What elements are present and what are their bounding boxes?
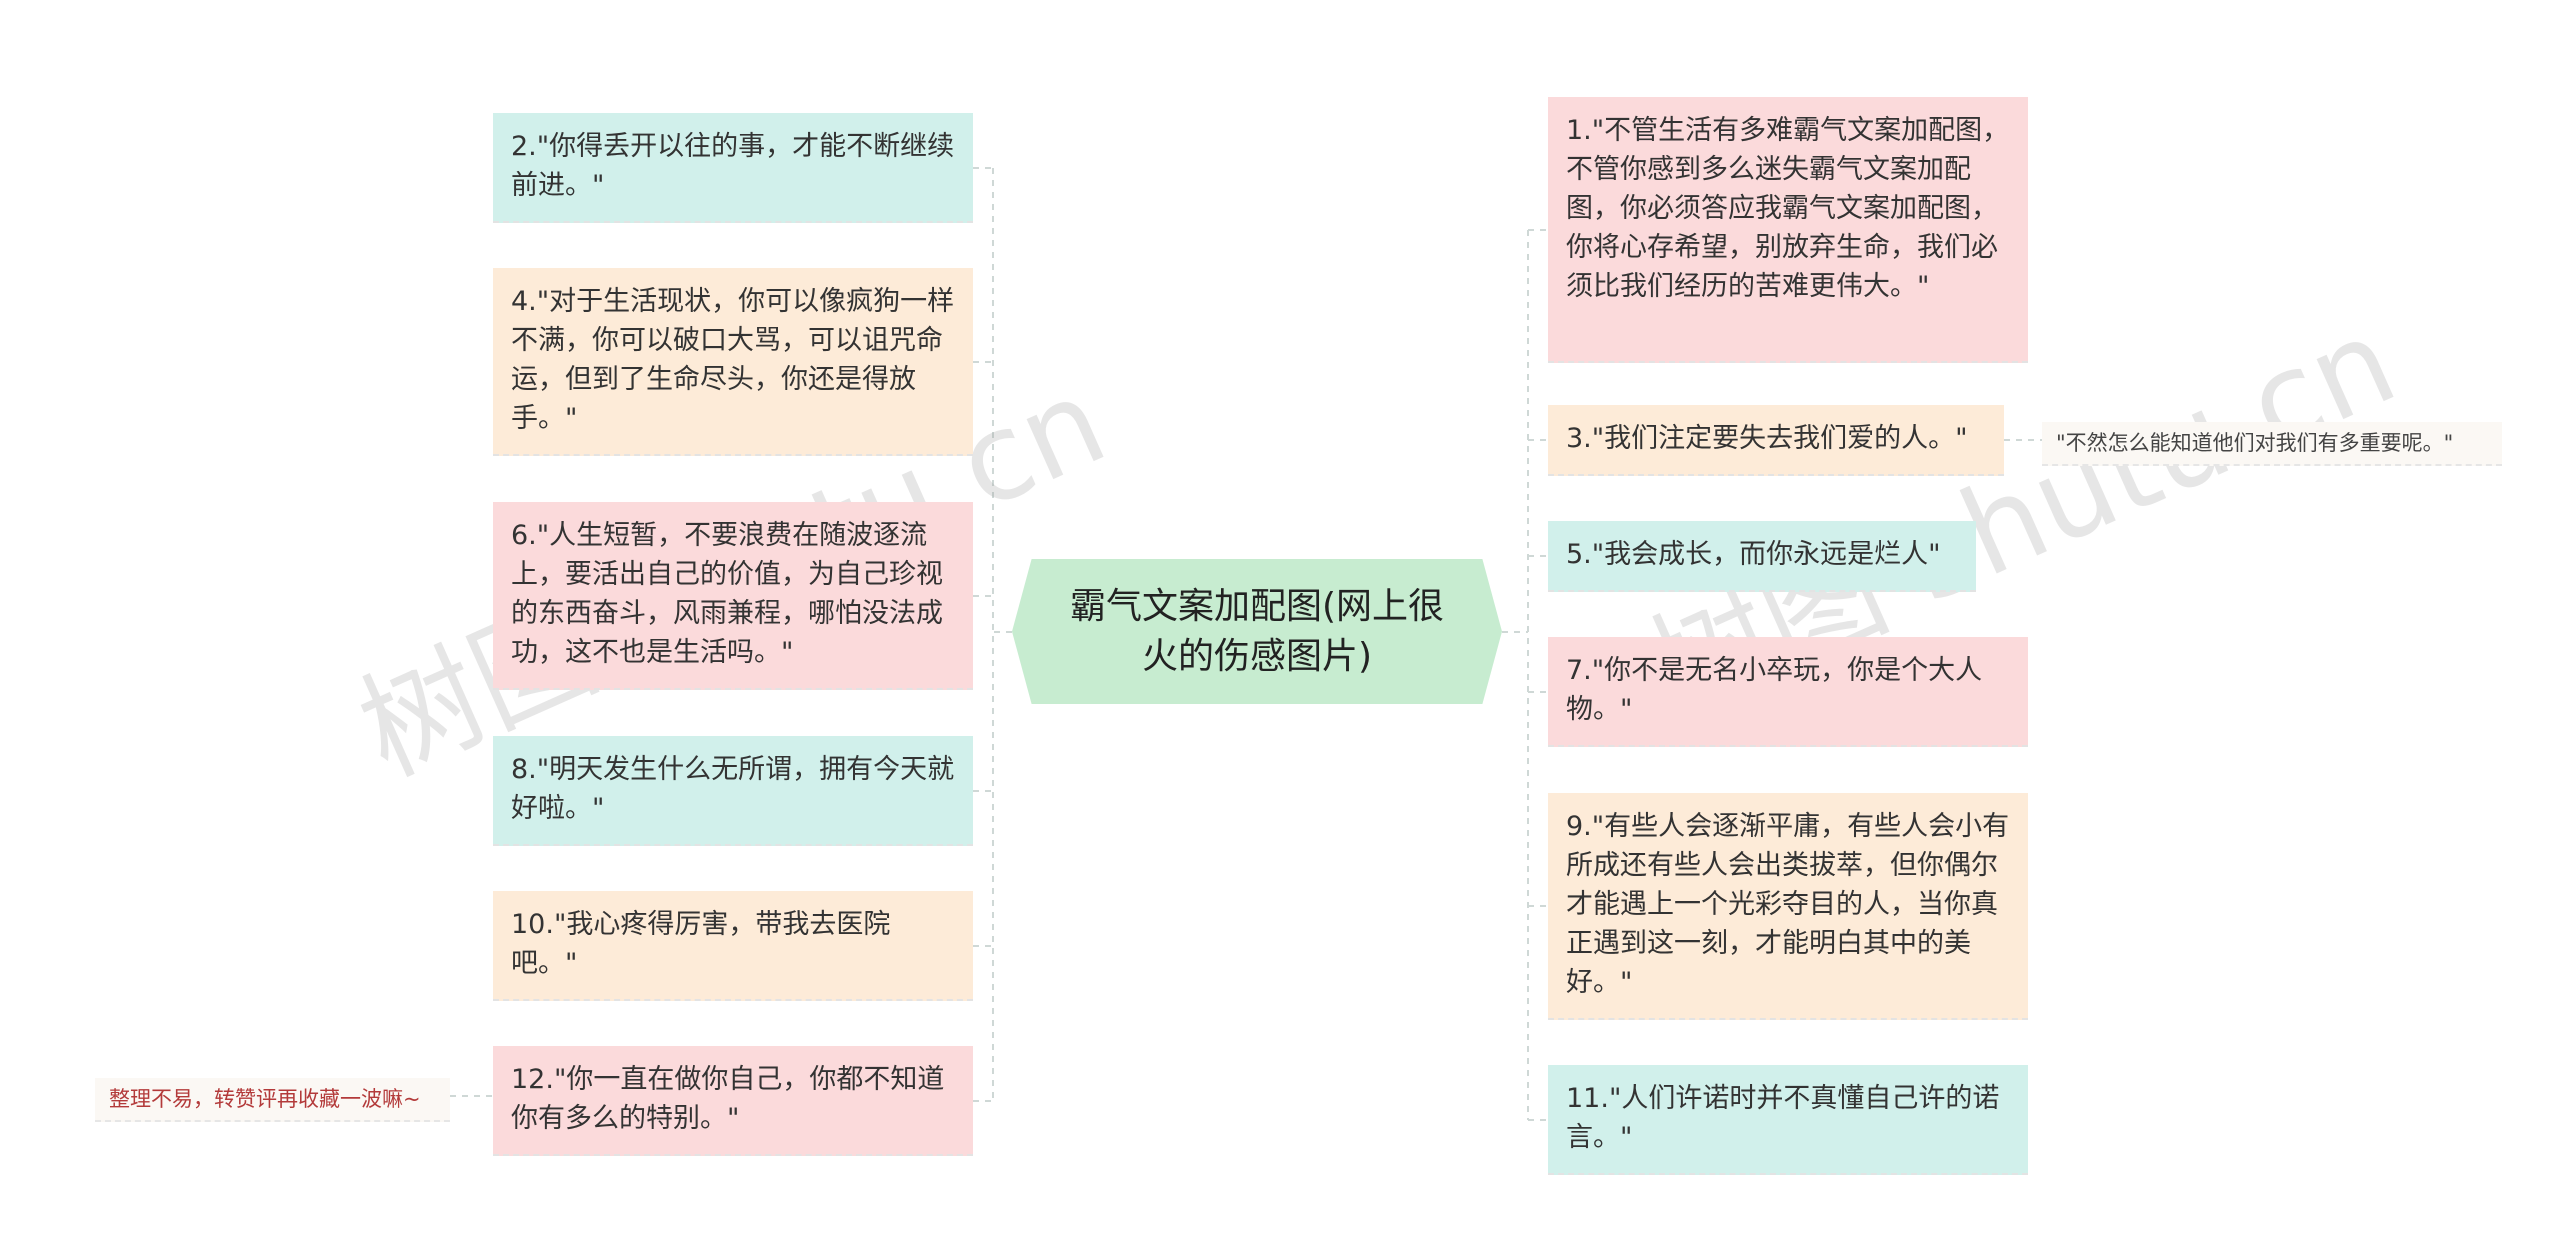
branch-node-10[interactable]: 10."我心疼得厉害，带我去医院吧。": [493, 891, 973, 1001]
branch-node-4[interactable]: 4."对于生活现状，你可以像疯狗一样不满，你可以破口大骂，可以诅咒命运，但到了生…: [493, 268, 973, 456]
branch-node-12[interactable]: 12."你一直在做你自己，你都不知道你有多么的特别。": [493, 1046, 973, 1156]
branch-node-label: 1."不管生活有多难霸气文案加配图，不管你感到多么迷失霸气文案加配图，你必须答应…: [1566, 115, 2010, 302]
branch-node-3[interactable]: 3."我们注定要失去我们爱的人。": [1548, 405, 2004, 476]
branch-node-label: 10."我心疼得厉害，带我去医院吧。": [511, 909, 891, 979]
branch-node-8[interactable]: 8."明天发生什么无所谓，拥有今天就好啦。": [493, 736, 973, 846]
branch-node-1[interactable]: 1."不管生活有多难霸气文案加配图，不管你感到多么迷失霸气文案加配图，你必须答应…: [1548, 97, 2028, 363]
root-topic-node[interactable]: 霸气文案加配图(网上很火的伤感图片): [1012, 559, 1502, 704]
sub-note-left[interactable]: 整理不易，转赞评再收藏一波嘛~: [95, 1078, 450, 1122]
branch-node-2[interactable]: 2."你得丢开以往的事，才能不断继续前进。": [493, 113, 973, 223]
branch-node-label: 8."明天发生什么无所谓，拥有今天就好啦。": [511, 754, 955, 824]
branch-node-label: 5."我会成长，而你永远是烂人": [1566, 539, 1941, 570]
branch-node-label: 9."有些人会逐渐平庸，有些人会小有所成还有些人会出类拔萃，但你偶尔才能遇上一个…: [1566, 811, 2010, 998]
sub-note-right[interactable]: "不然怎么能知道他们对我们有多重要呢。": [2042, 422, 2502, 466]
branch-node-label: 11."人们许诺时并不真懂自己许的诺言。": [1566, 1083, 2000, 1153]
branch-node-label: 6."人生短暂，不要浪费在随波逐流上，要活出自己的价值，为自己珍视的东西奋斗，风…: [511, 520, 943, 668]
root-topic-label: 霸气文案加配图(网上很火的伤感图片): [1069, 585, 1445, 677]
branch-node-label: 2."你得丢开以往的事，才能不断继续前进。": [511, 131, 955, 201]
branch-node-label: 4."对于生活现状，你可以像疯狗一样不满，你可以破口大骂，可以诅咒命运，但到了生…: [511, 286, 955, 434]
branch-node-6[interactable]: 6."人生短暂，不要浪费在随波逐流上，要活出自己的价值，为自己珍视的东西奋斗，风…: [493, 502, 973, 690]
branch-node-9[interactable]: 9."有些人会逐渐平庸，有些人会小有所成还有些人会出类拔萃，但你偶尔才能遇上一个…: [1548, 793, 2028, 1020]
sub-note-label: "不然怎么能知道他们对我们有多重要呢。": [2056, 431, 2454, 455]
branch-node-5[interactable]: 5."我会成长，而你永远是烂人": [1548, 521, 1976, 592]
branch-node-label: 12."你一直在做你自己，你都不知道你有多么的特别。": [511, 1064, 945, 1134]
branch-node-label: 7."你不是无名小卒玩，你是个大人物。": [1566, 655, 1983, 725]
sub-note-label: 整理不易，转赞评再收藏一波嘛~: [109, 1087, 421, 1111]
branch-node-label: 3."我们注定要失去我们爱的人。": [1566, 423, 1968, 454]
branch-node-7[interactable]: 7."你不是无名小卒玩，你是个大人物。": [1548, 637, 2028, 747]
branch-node-11[interactable]: 11."人们许诺时并不真懂自己许的诺言。": [1548, 1065, 2028, 1175]
